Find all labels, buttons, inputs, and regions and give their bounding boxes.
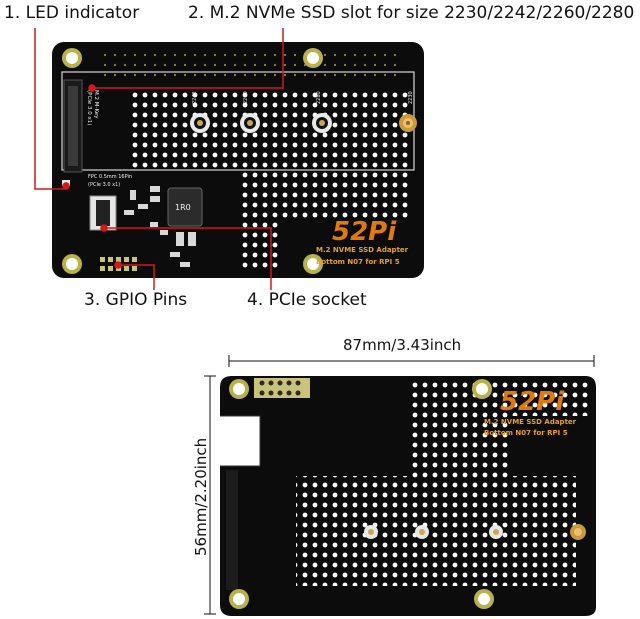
back-mount-hole-bl: [229, 589, 249, 609]
back-board: 52Pi M.2 NVME SSD Adapter Bottom N07 for…: [220, 376, 596, 616]
callout-gpio-text: GPIO Pins: [105, 290, 188, 310]
brass-standoff: [399, 114, 417, 132]
size-mark-2260: 2260: [243, 91, 249, 104]
dimension-width: [228, 355, 595, 367]
leader-led: [34, 28, 66, 190]
back-side-connector: [226, 470, 238, 590]
smd-components: [124, 186, 196, 267]
callout-gpio: 3. GPIO Pins: [84, 290, 187, 310]
leader-ssd: [92, 28, 284, 89]
front-top-dots: [96, 52, 396, 82]
inductor: [167, 187, 203, 227]
fpc-silk-line1: FPC 0.5mm 16Pin: [88, 174, 132, 180]
back-board-edge: [220, 415, 261, 467]
svg-text:M.2 M-Key (PCIe 3.0 x1): M.2 M-Key (PCIe 3.0 x1): [86, 90, 99, 125]
callout-led-text: LED indicator: [25, 3, 140, 23]
fpc-silk-line2: (PCIe 3.0 x1): [88, 182, 120, 188]
back-brass-standoff: [570, 524, 586, 540]
back-hole-grid-top: [408, 380, 588, 416]
leader-gpio: [118, 264, 155, 290]
back-standoff-2: [415, 525, 429, 539]
back-logo: 52Pi: [500, 387, 565, 417]
front-mount-hole-br: [303, 254, 323, 274]
standoff-2280-inner: [312, 113, 332, 133]
callout-led: 1. LED indicator: [4, 3, 139, 23]
dimension-height: [204, 375, 216, 615]
size-mark-2242: 2242: [192, 91, 198, 104]
slot-silk-line1: M.2 M-Key: [93, 90, 99, 119]
back-mount-hole-tr: [472, 379, 492, 399]
standoff-2242: [190, 113, 210, 133]
callout-pcie-number: 4.: [247, 290, 264, 310]
front-hole-grid-bottom: [240, 218, 280, 268]
slot-silk-line2: (PCIe 3.0 x1): [86, 90, 92, 125]
front-board: M.2 M-Key (PCIe 3.0 x1) 2242 2260 2280 2…: [52, 42, 424, 278]
back-standoff-1: [364, 525, 378, 539]
back-mount-hole-br: [474, 589, 494, 609]
m2-connector-pins: [68, 86, 78, 166]
callout-ssd-text: M.2 NVMe SSD slot for size 2230/2242/226…: [209, 3, 635, 23]
front-subtitle-2: Bottom N07 for RPI 5: [316, 258, 400, 266]
back-hole-grid-mid: [408, 416, 508, 476]
pcie-fpc-slot: [96, 200, 110, 226]
front-hole-grid-lower: [240, 170, 412, 218]
callout-gpio-number: 3.: [84, 290, 101, 310]
back-subtitle-1: M.2 NVME SSD Adapter: [484, 418, 577, 426]
back-standoff-3: [489, 525, 503, 539]
size-mark-2230: 2230: [408, 91, 414, 104]
front-mount-hole-tl: [62, 48, 82, 68]
front-subtitle-1: M.2 NVME SSD Adapter: [316, 246, 409, 254]
callout-pcie-text: PCIe socket: [268, 290, 367, 310]
inductor-mark: 1R0: [175, 203, 191, 212]
leader-pcie: [104, 227, 272, 290]
size-mark-2280a: 2280: [316, 91, 322, 104]
front-mount-hole-tr: [303, 48, 323, 68]
leader-lines: [34, 28, 284, 290]
callout-led-number: 1.: [4, 3, 21, 23]
dim-width-label: 87mm/3.43inch: [343, 336, 462, 354]
back-gpio-header: [254, 378, 310, 398]
front-hole-grid-main: [130, 90, 412, 170]
front-mount-hole-bl: [62, 254, 82, 274]
standoff-2260: [240, 113, 260, 133]
callout-ssd-slot: 2. M.2 NVMe SSD slot for size 2230/2242/…: [188, 3, 634, 23]
callout-pcie: 4. PCIe socket: [247, 290, 367, 310]
back-mount-hole-tl: [229, 379, 249, 399]
callout-ssd-number: 2.: [188, 3, 205, 23]
back-hole-grid-main: [296, 476, 576, 586]
front-logo: 52Pi: [332, 217, 397, 247]
back-subtitle-2: Bottom N07 for RPI 5: [484, 429, 568, 437]
